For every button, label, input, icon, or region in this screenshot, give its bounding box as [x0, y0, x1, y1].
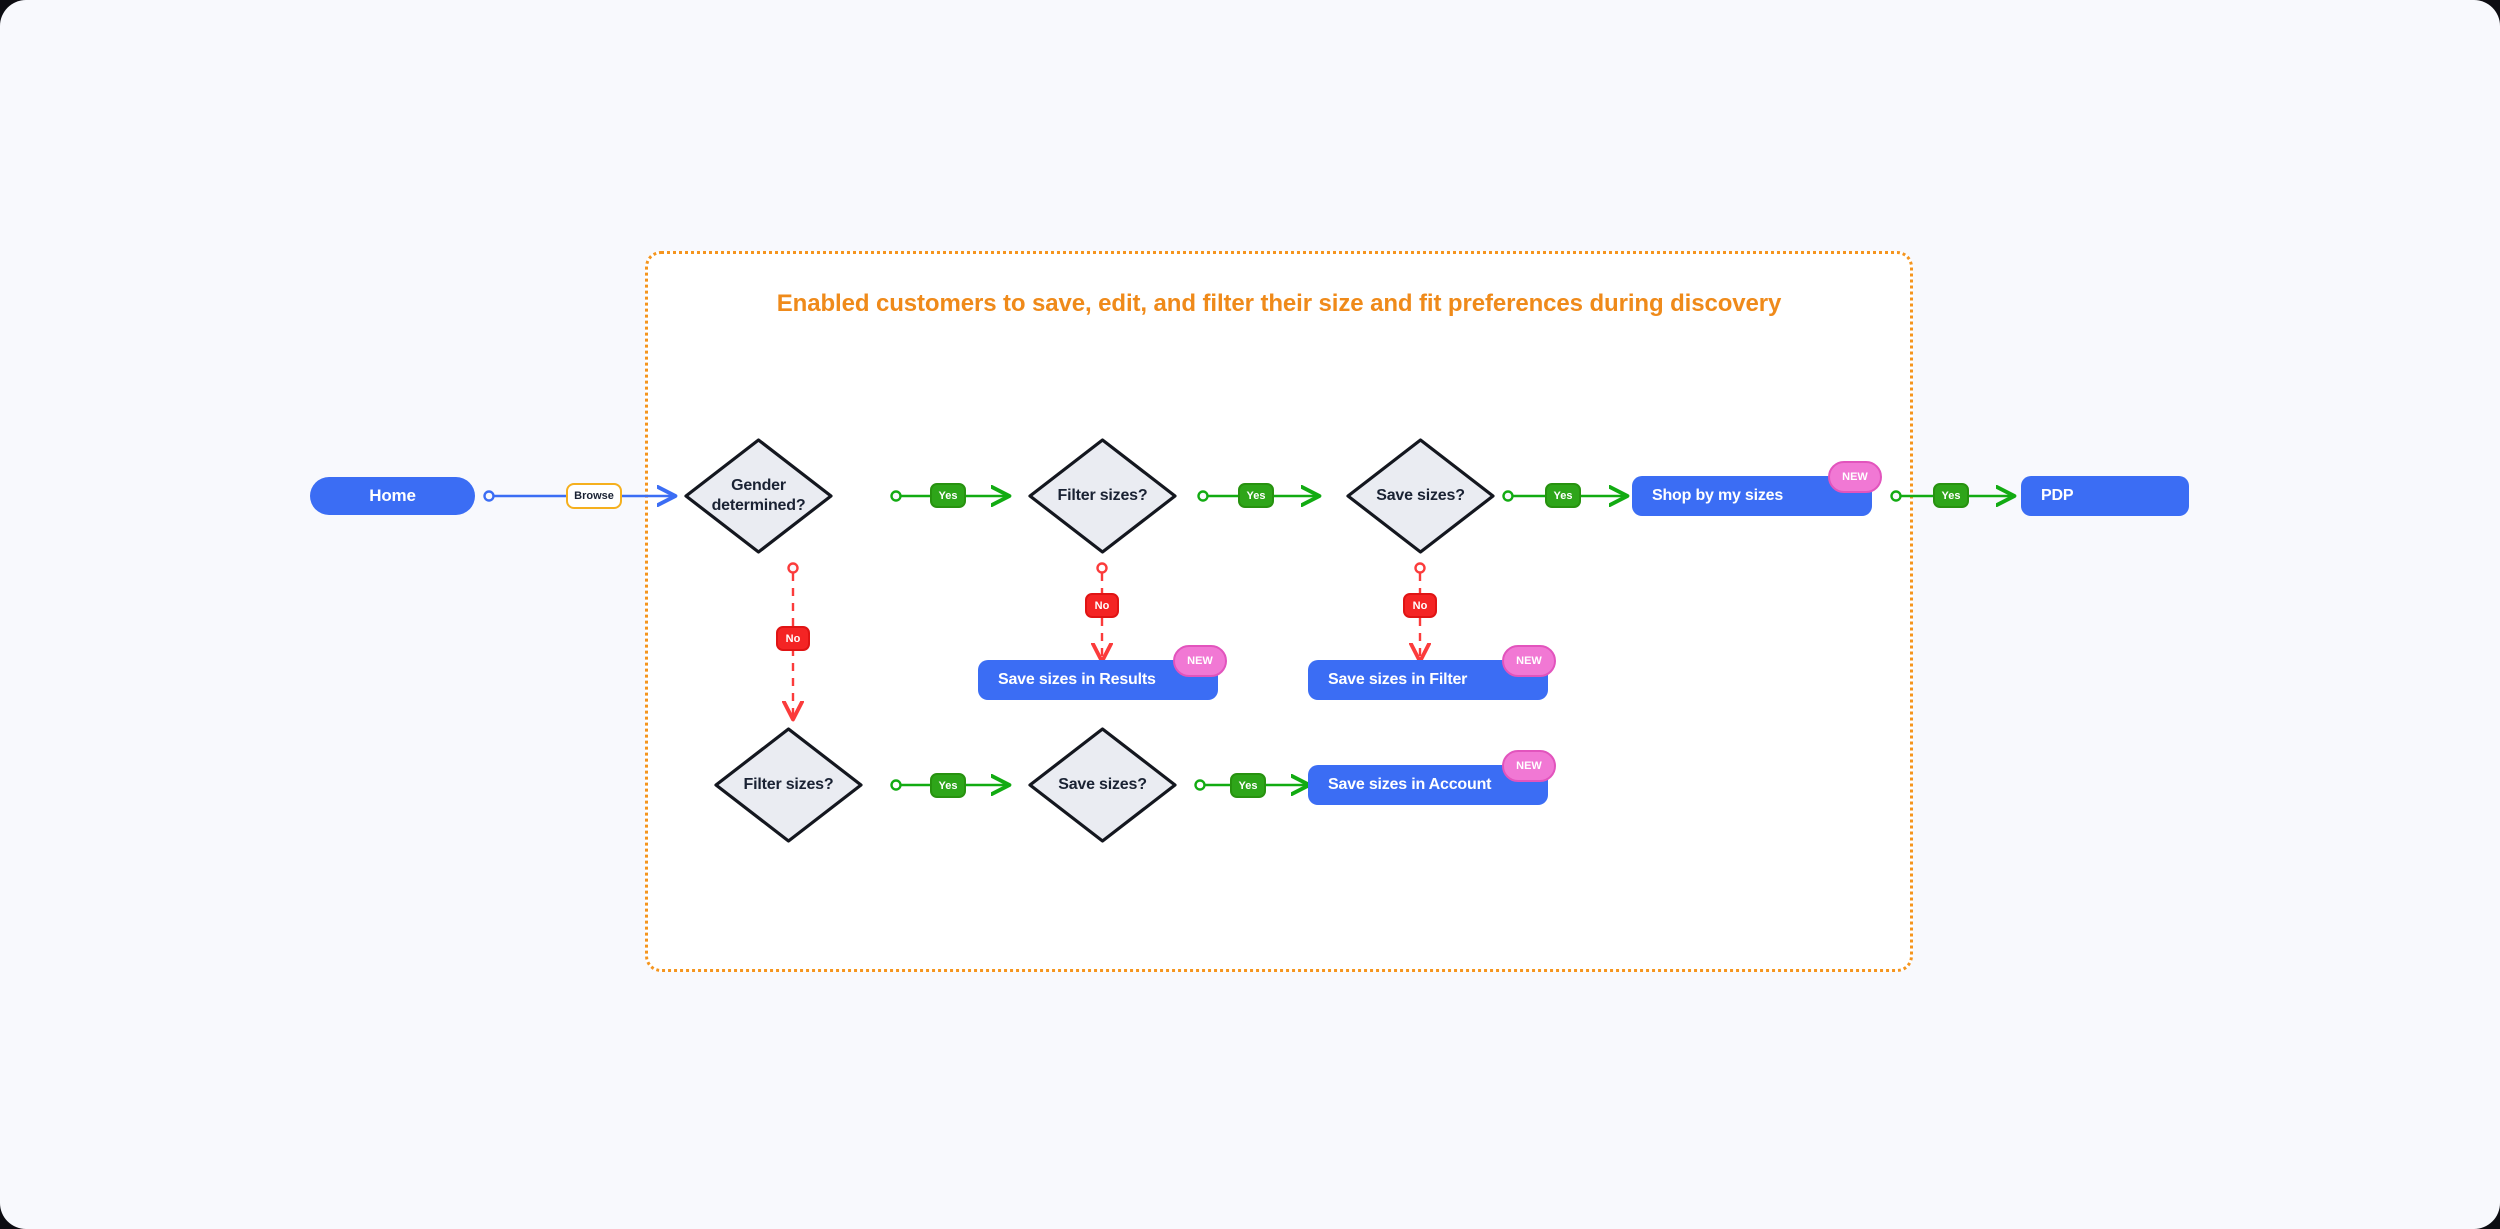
new-badge-label: NEW — [1842, 471, 1868, 483]
edge-label-save-top-yes-text: Yes — [1553, 489, 1573, 502]
diamond-shape — [1028, 727, 1177, 843]
node-filter-sizes-bottom-label: Filter sizes? — [743, 776, 834, 793]
edge-label-gender-yes-text: Yes — [938, 489, 958, 502]
node-filter-sizes-bottom[interactable]: Filter sizes? — [711, 724, 866, 846]
edge-label-filter-bottom-yes-text: Yes — [938, 779, 958, 792]
node-save-sizes-bottom[interactable]: Save sizes? — [1025, 724, 1180, 846]
node-filter-sizes-top-label: Filter sizes? — [1057, 487, 1148, 504]
diamond-shape — [684, 438, 833, 554]
new-badge-label: NEW — [1187, 655, 1213, 667]
node-save-sizes-top-label: Save sizes? — [1376, 487, 1465, 504]
new-badge-label: NEW — [1516, 760, 1542, 772]
edge-label-save-top-no[interactable]: No — [1403, 593, 1437, 618]
edge-label-browse[interactable]: Browse — [566, 483, 622, 509]
edge-label-gender-yes[interactable]: Yes — [930, 483, 966, 508]
new-badge-save-sizes-in-account: NEW — [1502, 750, 1556, 782]
edge-label-filter-top-no-text: No — [1094, 599, 1110, 612]
new-badge-save-sizes-in-results: NEW — [1173, 645, 1227, 677]
new-badge-save-sizes-in-filter: NEW — [1502, 645, 1556, 677]
node-home-label: Home — [369, 486, 416, 505]
node-home[interactable]: Home — [310, 477, 475, 515]
node-save-sizes-top[interactable]: Save sizes? — [1343, 435, 1498, 557]
node-shop-by-my-sizes-label: Shop by my sizes — [1652, 487, 1784, 504]
highlight-group-frame — [645, 251, 1913, 972]
edge-label-filter-top-yes[interactable]: Yes — [1238, 483, 1274, 508]
node-filter-sizes-top[interactable]: Filter sizes? — [1025, 435, 1180, 557]
edge-label-shop-to-pdp-yes-text: Yes — [1941, 489, 1961, 502]
node-gender-determined[interactable]: Gender determined? — [681, 435, 836, 557]
edge-label-filter-top-no[interactable]: No — [1085, 593, 1119, 618]
node-pdp[interactable]: PDP — [2021, 476, 2189, 516]
node-pdp-label: PDP — [2041, 487, 2074, 504]
node-save-sizes-in-filter-label: Save sizes in Filter — [1328, 671, 1468, 688]
diamond-shape — [1346, 438, 1495, 554]
node-gender-determined-label: Gender determined? — [711, 477, 806, 514]
edge-label-gender-no[interactable]: No — [776, 626, 810, 651]
group-title: Enabled customers to save, edit, and fil… — [776, 290, 1782, 317]
node-save-sizes-in-account-label: Save sizes in Account — [1328, 776, 1492, 793]
diamond-shape — [714, 727, 863, 843]
new-badge-label: NEW — [1516, 655, 1542, 667]
edge-label-save-bottom-yes-text: Yes — [1238, 779, 1258, 792]
edge-label-browse-text: Browse — [574, 490, 614, 502]
edge-label-filter-top-yes-text: Yes — [1246, 489, 1266, 502]
node-save-sizes-in-results-label: Save sizes in Results — [998, 671, 1156, 688]
diamond-shape — [1028, 438, 1177, 554]
node-save-sizes-bottom-label: Save sizes? — [1058, 776, 1147, 793]
new-badge-shop-by-my-sizes: NEW — [1828, 461, 1882, 493]
edge-label-filter-bottom-yes[interactable]: Yes — [930, 773, 966, 798]
edge-label-save-top-no-text: No — [1412, 599, 1428, 612]
edge-label-save-top-yes[interactable]: Yes — [1545, 483, 1581, 508]
edge-label-gender-no-text: No — [785, 632, 801, 645]
edge-label-shop-to-pdp-yes[interactable]: Yes — [1933, 483, 1969, 508]
edge-label-save-bottom-yes[interactable]: Yes — [1230, 773, 1266, 798]
